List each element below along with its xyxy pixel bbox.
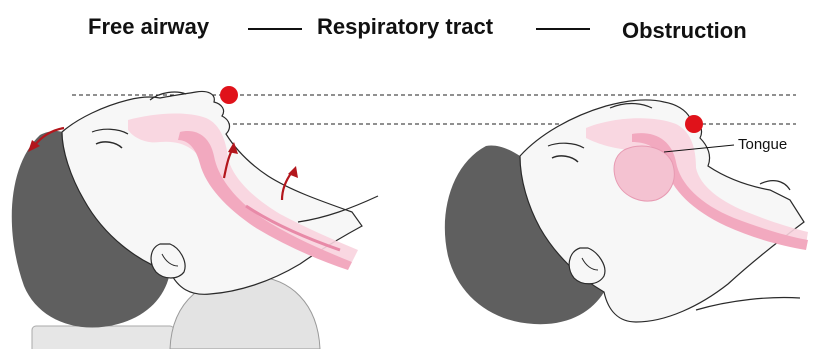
- support-block: [32, 326, 174, 349]
- shoulder-right: [696, 298, 800, 311]
- left-figure: [12, 86, 378, 349]
- right-figure: [445, 100, 808, 324]
- tongue-label: Tongue: [738, 136, 787, 153]
- red-dot-marker-right: [685, 115, 703, 133]
- red-dot-marker-left: [220, 86, 238, 104]
